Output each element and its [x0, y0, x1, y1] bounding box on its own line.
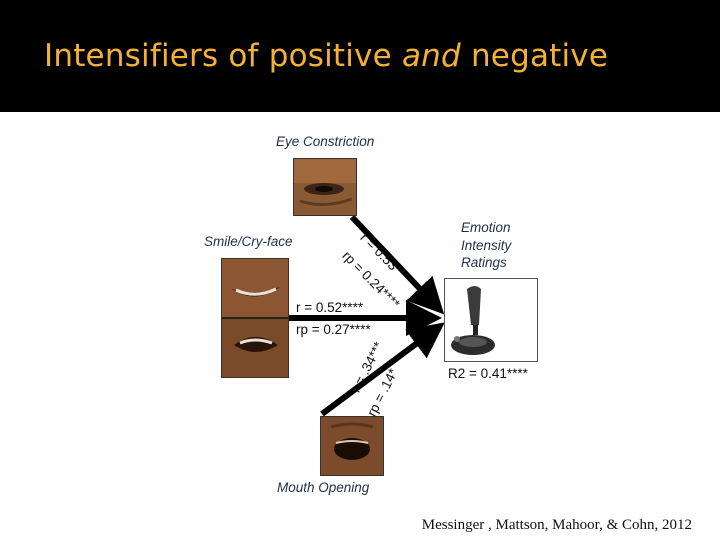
smile-cry-label: Smile/Cry-face	[204, 234, 293, 249]
smile-cry-photo	[221, 258, 289, 378]
mouth-photo	[320, 416, 384, 476]
mouth-opening-label: Mouth Opening	[277, 480, 370, 495]
stat-smile-rp: rp = 0.27****	[296, 322, 371, 337]
title-emphasis: and	[401, 38, 461, 74]
stat-r-squared: R2 = 0.41****	[448, 366, 528, 381]
arrow-mouth	[320, 322, 445, 417]
eye-photo	[293, 158, 357, 216]
eye-constriction-label: Eye Constriction	[276, 134, 375, 149]
slide-title: Intensifiers of positive and negative	[44, 38, 608, 74]
joystick-icon	[445, 279, 497, 361]
citation: Messinger , Mattson, Mahoor, & Cohn, 201…	[421, 517, 692, 533]
emotion-label-line3: Ratings	[461, 255, 507, 270]
rating-panel	[444, 278, 538, 362]
arrows-layer	[288, 214, 445, 417]
title-part1: Intensifiers of positive	[44, 38, 402, 74]
arrow-eye	[349, 214, 445, 315]
emotion-label-line1: Emotion	[461, 220, 511, 235]
emotion-label-line2: Intensity	[461, 238, 512, 253]
diagram-panel: Eye Constriction Smile/Cry-face	[0, 112, 720, 540]
title-part2: negative	[460, 38, 609, 74]
stat-smile-r: r = 0.52****	[296, 300, 364, 315]
